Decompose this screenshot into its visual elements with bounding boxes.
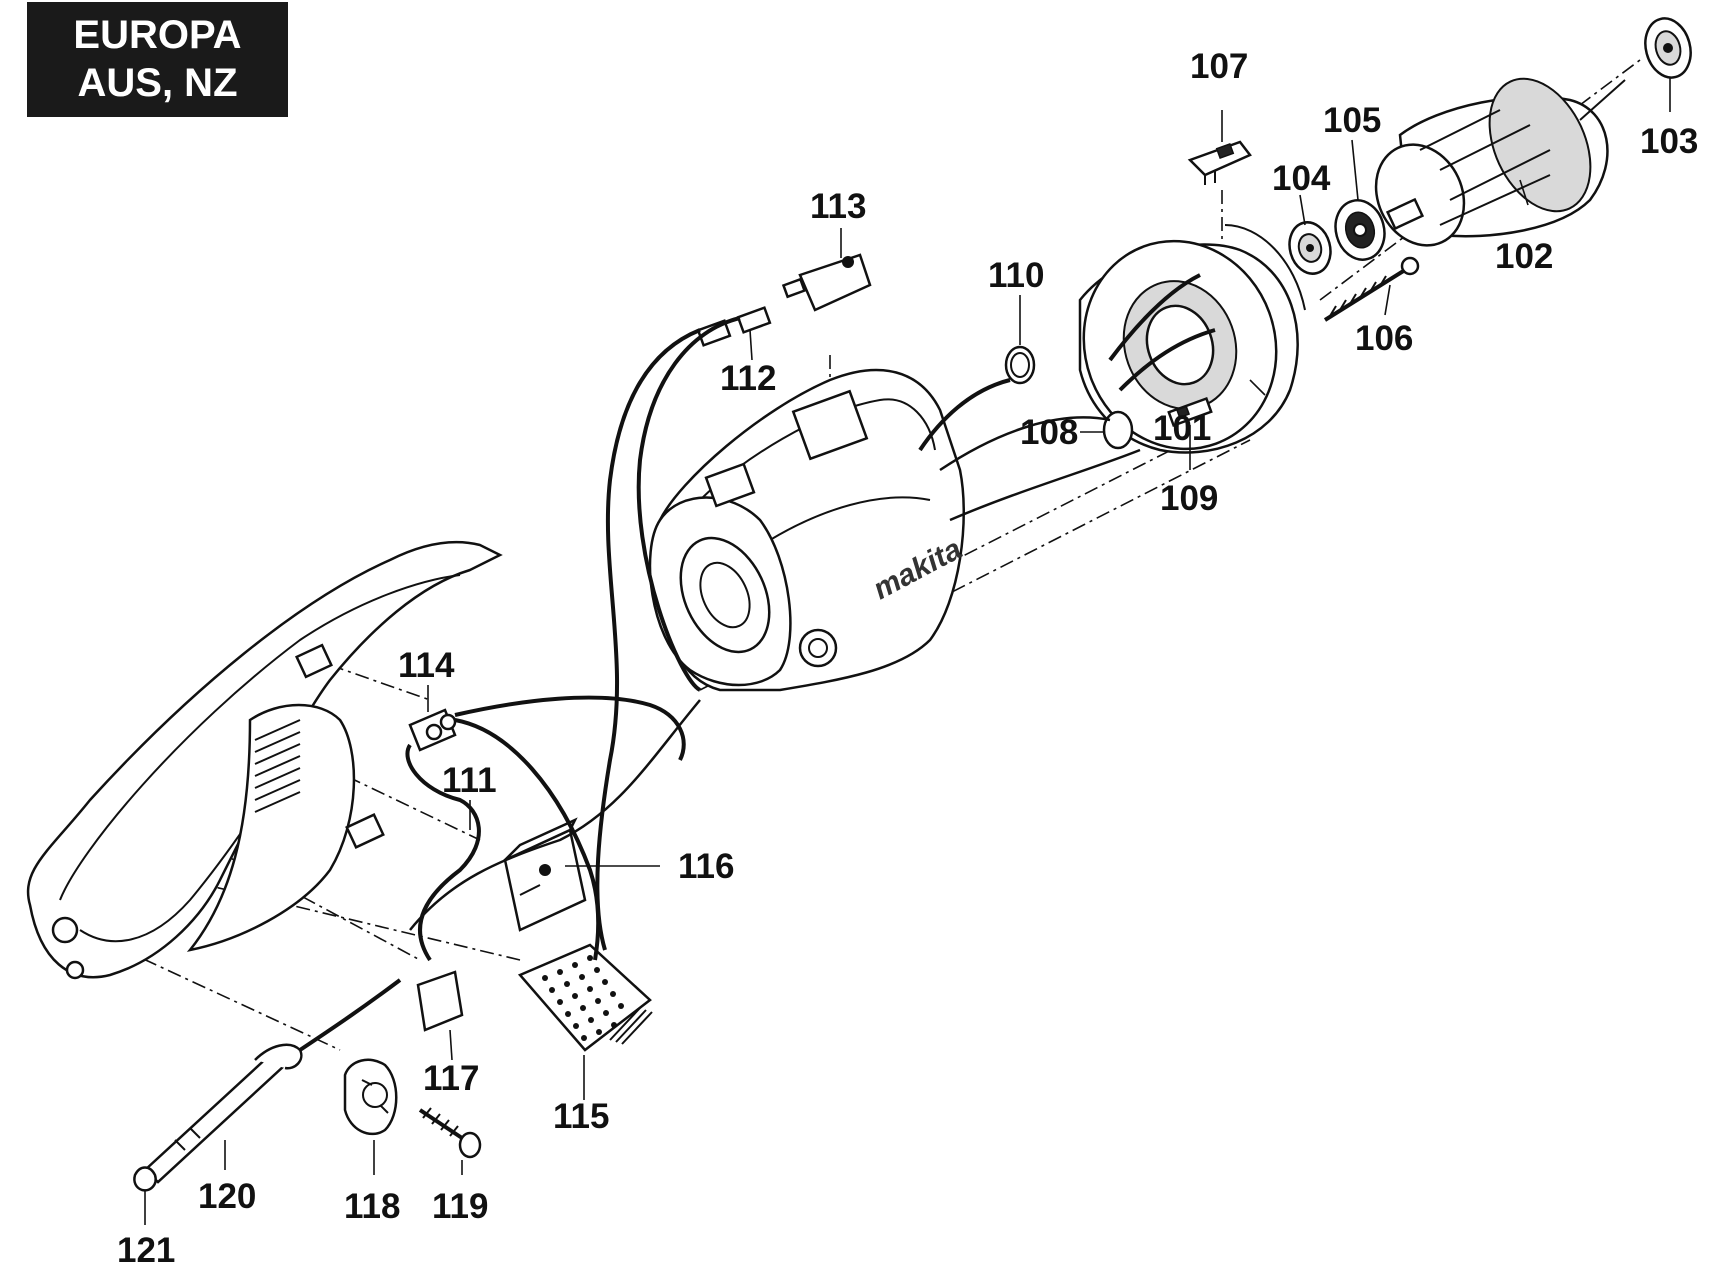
plug-121 <box>133 1166 157 1192</box>
connectors-112 <box>696 306 772 347</box>
region-label: EUROPA AUS, NZ <box>27 2 288 117</box>
label-part-104: 104 <box>1272 159 1331 198</box>
part-number-labels: 101 102 103 104 105 106 107 108 109 110 … <box>117 47 1698 1267</box>
label-part-111: 111 <box>442 761 497 800</box>
screw-106 <box>1323 256 1420 322</box>
region-line-1: EUROPA <box>73 13 242 57</box>
label-part-114: 114 <box>398 646 455 685</box>
suppressor-116 <box>503 817 587 932</box>
capacitor-117 <box>416 970 464 1032</box>
label-part-103: 103 <box>1640 122 1698 161</box>
bearing-103 <box>1644 17 1692 79</box>
label-part-121: 121 <box>117 1231 175 1267</box>
leader-lines <box>144 78 1671 1225</box>
label-part-117: 117 <box>423 1059 479 1098</box>
screw-119 <box>418 1107 482 1159</box>
terminal-109 <box>1167 396 1213 428</box>
handle-housing <box>26 541 503 980</box>
label-part-107: 107 <box>1190 47 1248 86</box>
motor-housing: makita <box>648 368 967 692</box>
label-part-109: 109 <box>1160 479 1218 518</box>
retainer-105 <box>1334 199 1386 261</box>
ring-108 <box>1102 410 1134 450</box>
switch-113 <box>781 253 872 312</box>
label-part-105: 105 <box>1323 101 1381 140</box>
region-line-2: AUS, NZ <box>77 61 238 105</box>
label-part-102: 102 <box>1495 237 1553 276</box>
label-part-115: 115 <box>553 1097 609 1136</box>
label-part-112: 112 <box>720 359 776 398</box>
label-part-116: 116 <box>678 847 734 886</box>
wiring-111 <box>405 273 1216 962</box>
label-part-106: 106 <box>1355 319 1413 358</box>
label-part-119: 119 <box>432 1187 488 1226</box>
filter-holes <box>542 955 624 1041</box>
label-part-108: 108 <box>1020 413 1078 452</box>
label-part-113: 113 <box>810 187 866 226</box>
brush-holder-107 <box>1187 140 1252 185</box>
label-part-118: 118 <box>344 1187 400 1226</box>
connector-114 <box>408 708 457 752</box>
strain-relief-118 <box>343 1058 398 1136</box>
label-part-110: 110 <box>988 256 1044 295</box>
handle-vent-slots <box>254 719 301 813</box>
label-part-101: 101 <box>1153 409 1211 448</box>
filter-block-115 <box>517 943 653 1052</box>
ring-110 <box>1004 345 1036 385</box>
armature <box>1374 77 1626 247</box>
label-part-120: 120 <box>198 1177 256 1216</box>
bearing-104 <box>1288 221 1332 275</box>
